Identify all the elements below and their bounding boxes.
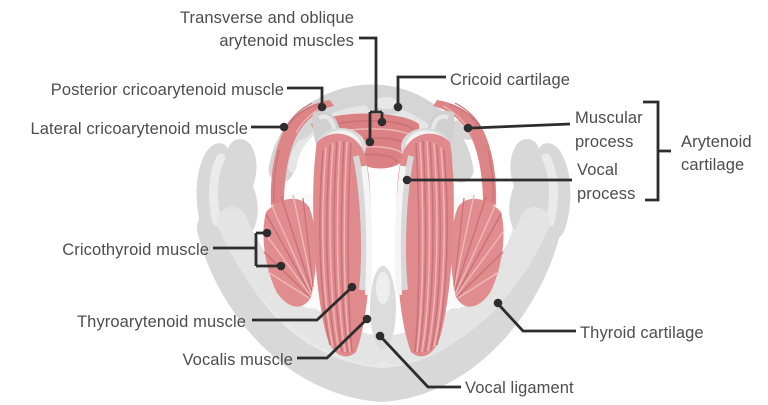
leader-cricoid	[393, 75, 446, 112]
leader-lines	[213, 36, 671, 389]
arytenoid-bracket	[643, 100, 671, 202]
leader-muscular-process	[463, 122, 571, 133]
leader-cricothyroid	[213, 228, 286, 271]
label-arytenoid-cartilage: Arytenoid cartilage	[681, 133, 752, 174]
leader-vocalis	[297, 314, 372, 360]
leader-posterior-crico	[287, 86, 327, 112]
thyroid-cartilage-shape	[197, 139, 571, 403]
label-thyroid-cartilage: Thyroid cartilage	[580, 324, 704, 342]
petiole-shape	[370, 266, 396, 350]
label-posterior-cricoarytenoid: Posterior cricoarytenoid muscle	[50, 81, 284, 99]
leader-transverse-oblique	[359, 36, 387, 147]
label-lateral-cricoarytenoid: Lateral cricoarytenoid muscle	[30, 120, 248, 138]
leader-thyroid-cartilage	[493, 298, 576, 333]
leader-lateral-crico	[251, 122, 289, 132]
label-thyroarytenoid: Thyroarytenoid muscle	[76, 313, 246, 331]
label-vocalis: Vocalis muscle	[182, 351, 293, 369]
leader-vocal-process	[402, 175, 572, 185]
label-cricoid-cartilage: Cricoid cartilage	[450, 71, 570, 89]
leader-vocal-ligament	[375, 331, 461, 389]
label-vocal-ligament: Vocal ligament	[465, 379, 574, 397]
label-cricothyroid: Cricothyroid muscle	[62, 241, 209, 259]
leader-thyroarytenoid	[252, 282, 357, 322]
label-transverse-oblique-arytenoid: Transverse and oblique arytenoid muscles	[179, 9, 354, 50]
label-vocal-process: Vocal process	[577, 161, 636, 203]
label-muscular-process: Muscular process	[575, 109, 643, 151]
